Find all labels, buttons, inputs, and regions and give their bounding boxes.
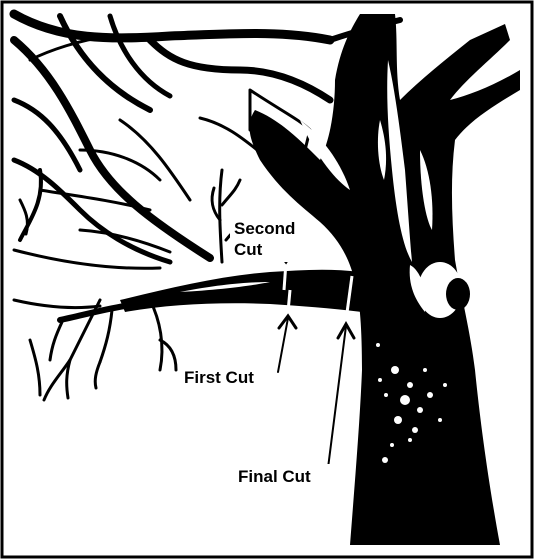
first-cut-label: First Cut <box>184 368 254 387</box>
second-cut-line <box>284 262 286 290</box>
first-cut-line <box>288 290 290 312</box>
second-cut-label-line2: Cut <box>234 240 263 259</box>
trunk-knot <box>446 278 470 310</box>
second-cut-label-line1: Second <box>234 219 295 238</box>
final-cut-label: Final Cut <box>238 467 311 486</box>
